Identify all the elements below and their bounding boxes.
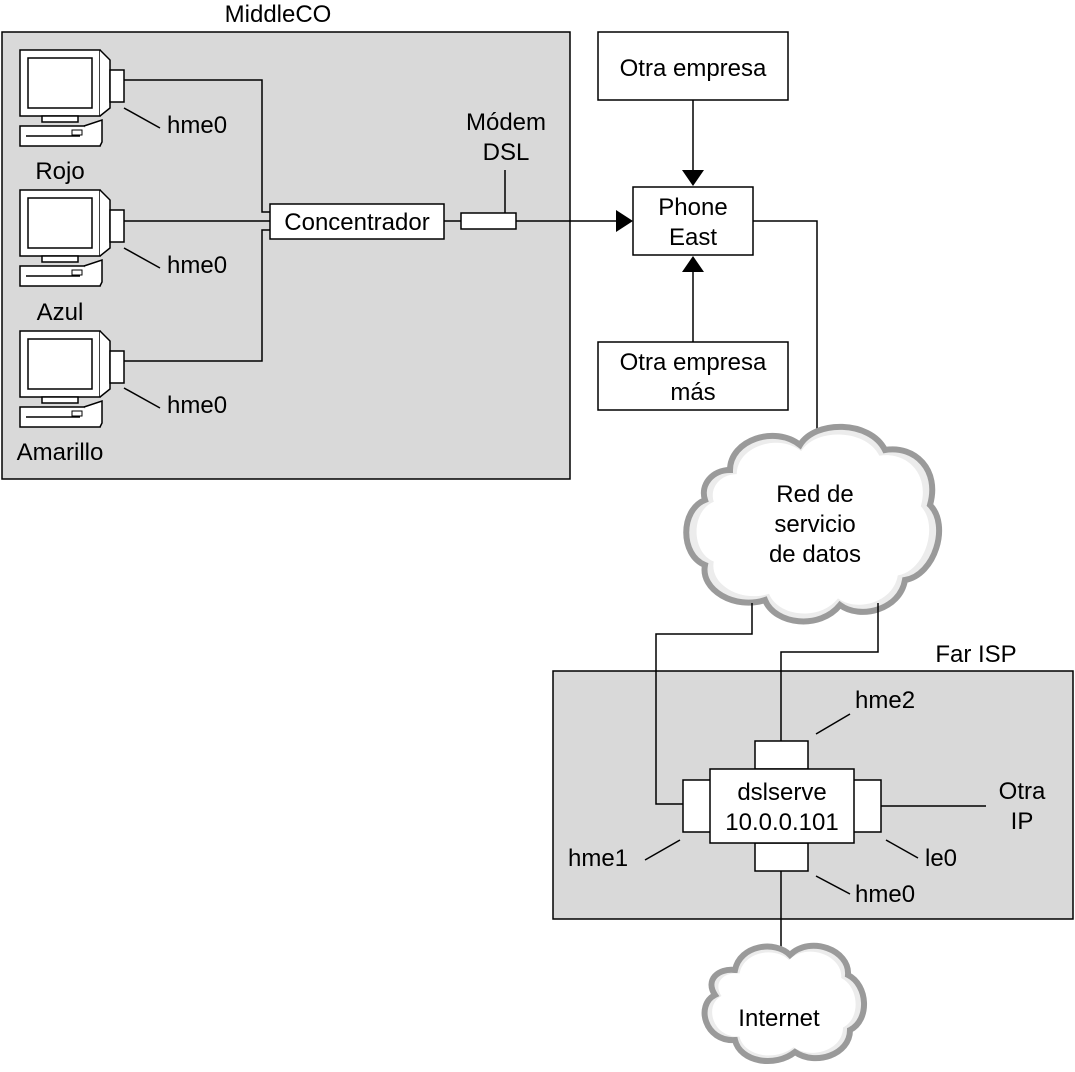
iface-label-hme1: hme1 xyxy=(568,845,628,872)
another-company-line2: más xyxy=(670,379,715,406)
iface-hme0 xyxy=(754,842,809,872)
iface-label-hme2: hme2 xyxy=(855,687,915,714)
iface-le0 xyxy=(852,779,882,833)
dsl-modem xyxy=(460,212,517,230)
computer-label-amarillo: Amarillo xyxy=(17,439,104,466)
computer-label-azul: Azul xyxy=(37,299,84,326)
middleco-title: MiddleCO xyxy=(225,1,332,28)
modem-label-line2: DSL xyxy=(483,139,530,166)
hub-box xyxy=(269,203,445,240)
cloud-data-line1: Red de xyxy=(776,481,853,508)
cloud-data-line3: de datos xyxy=(769,541,861,568)
another-company-line1: Otra empresa xyxy=(620,349,767,376)
other-company-label: Otra empresa xyxy=(620,55,767,82)
cloud-icon xyxy=(701,942,867,1065)
other-company-box xyxy=(597,31,789,101)
other-ip-line2: IP xyxy=(1011,808,1034,835)
iface-hme2 xyxy=(754,740,809,770)
iface-label-hme0: hme0 xyxy=(855,881,915,908)
server-box xyxy=(709,768,855,844)
phone-east-line1: Phone xyxy=(658,194,727,221)
iface-hme1 xyxy=(682,779,712,833)
iface-label-azul: hme0 xyxy=(167,252,227,279)
server-name: dslserve xyxy=(737,779,826,806)
far-isp-title: Far ISP xyxy=(935,641,1016,668)
cloud-icon xyxy=(683,423,942,625)
computer-label-rojo: Rojo xyxy=(35,158,84,185)
iface-label-amarillo: hme0 xyxy=(167,392,227,419)
server-ip: 10.0.0.101 xyxy=(725,809,838,836)
iface-label-le0: le0 xyxy=(925,845,957,872)
iface-label-rojo: hme0 xyxy=(167,112,227,139)
hub-label: Concentrador xyxy=(284,209,429,236)
phone-east-line2: East xyxy=(669,224,717,251)
other-ip-line1: Otra xyxy=(999,778,1046,805)
modem-label-line1: Módem xyxy=(466,109,546,136)
another-company-box xyxy=(597,341,789,411)
cloud-data-line2: servicio xyxy=(774,511,855,538)
cloud-internet-label: Internet xyxy=(738,1005,820,1032)
